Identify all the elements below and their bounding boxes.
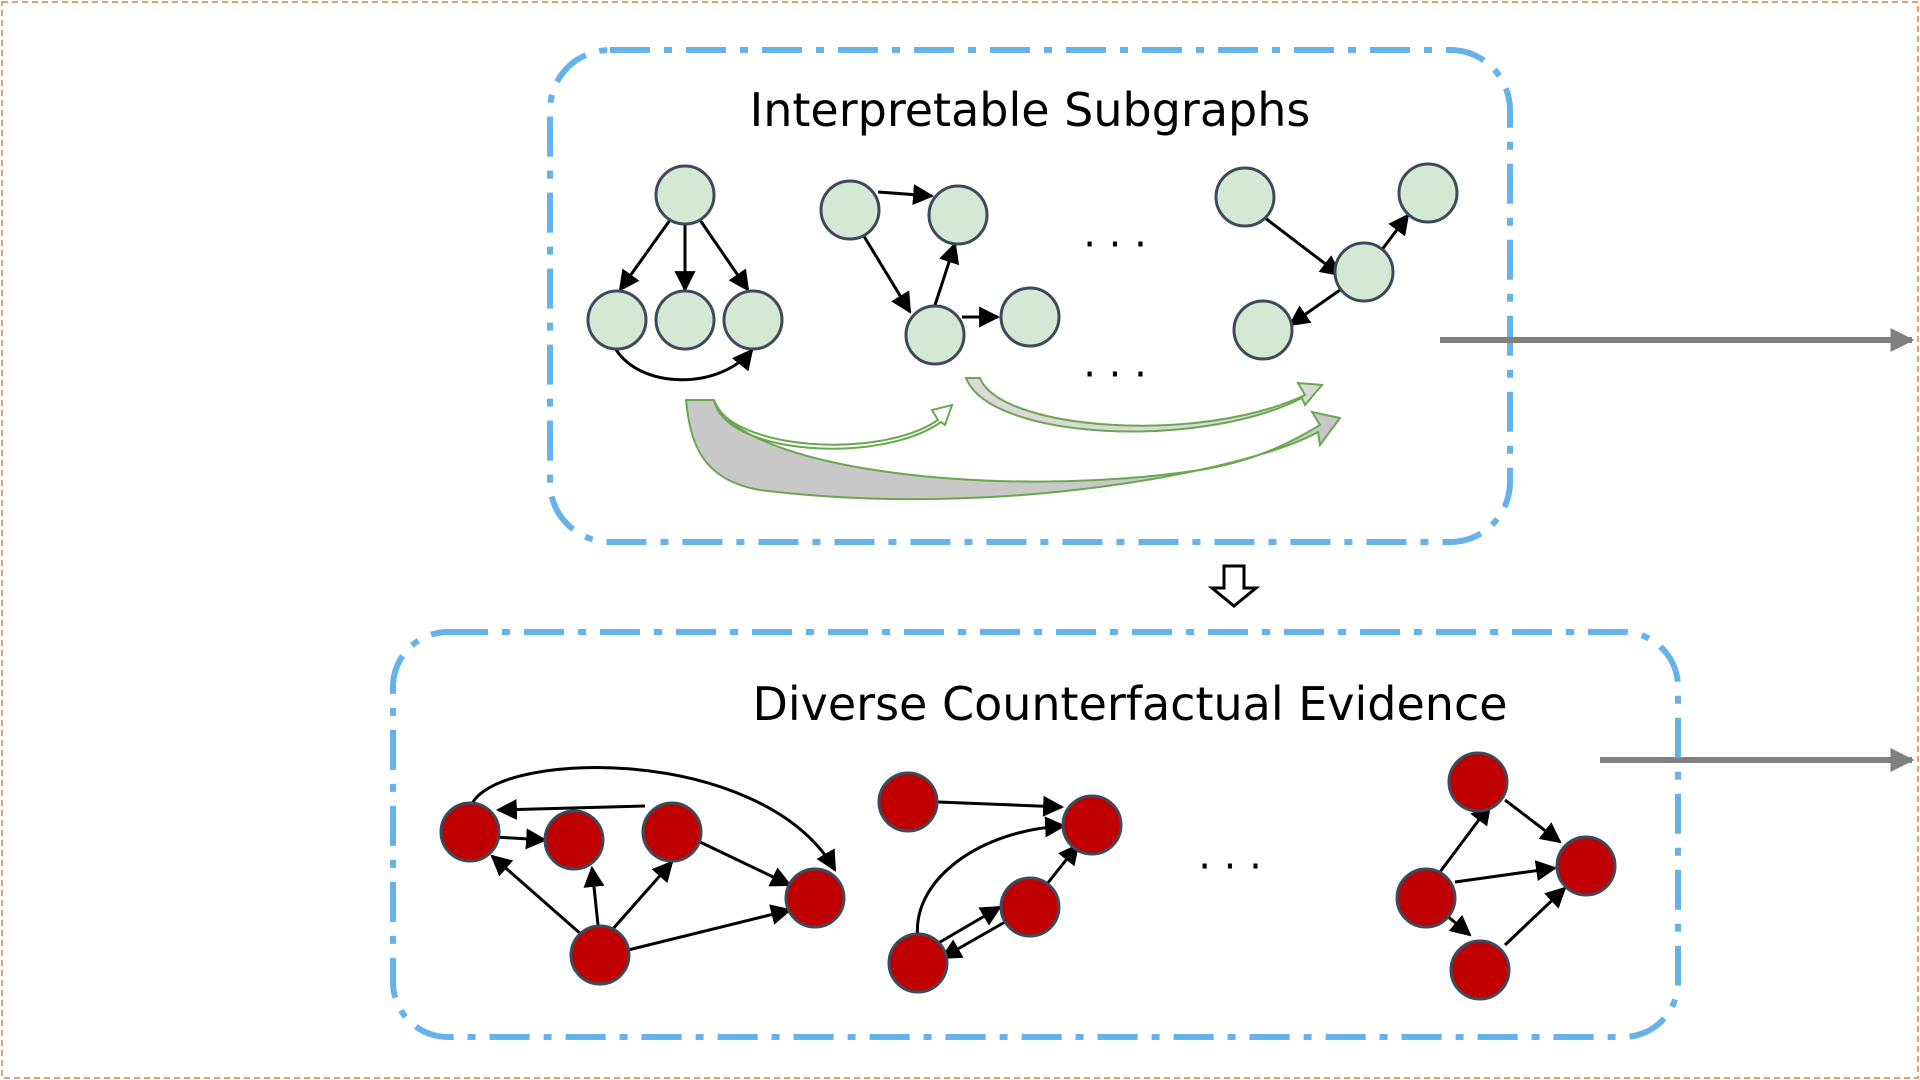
transfer-arrows <box>684 377 1342 501</box>
graph-node <box>1397 162 1459 224</box>
graph-node <box>654 164 716 226</box>
edge <box>699 840 792 887</box>
interpretable-subgraphs-panel: Interpretable Subgraphs · · · · · · <box>547 47 1513 545</box>
edge <box>1288 288 1341 327</box>
edge <box>940 920 1006 960</box>
edge <box>1504 798 1562 844</box>
graph-node <box>1061 794 1123 856</box>
edge <box>583 865 605 926</box>
ellipsis-bottom: · · · <box>1198 844 1262 890</box>
bottom-panel-border <box>390 629 1681 1040</box>
transfer-arrow-long <box>684 399 1342 501</box>
subgraph-star <box>1214 162 1459 361</box>
edge <box>937 795 1065 817</box>
counterfactual-graph-a <box>439 765 846 986</box>
counterfactual-evidence-panel: Diverse Counterfactual Evidence <box>390 629 1681 1040</box>
graph-node <box>1447 751 1509 813</box>
transfer-arrow-middle <box>964 377 1325 433</box>
edge <box>1503 886 1567 947</box>
edge <box>495 798 646 820</box>
graph-node <box>641 801 703 863</box>
edge <box>490 854 583 937</box>
edge <box>618 219 672 292</box>
ellipsis-lower: · · · <box>1083 352 1147 398</box>
top-panel-border <box>547 47 1513 545</box>
bottom-panel-title: Diverse Counterfactual Evidence <box>752 677 1507 731</box>
graph-node <box>1395 867 1457 929</box>
ellipsis-upper: · · · <box>1083 222 1147 268</box>
graph-node <box>1214 166 1276 228</box>
edge-curved <box>468 765 837 872</box>
edge <box>1438 803 1492 873</box>
edge-curved <box>613 347 754 382</box>
edge <box>934 905 1002 947</box>
edge <box>877 184 935 206</box>
hollow-down-arrow-icon <box>1207 564 1261 608</box>
subgraph-cycle <box>819 179 1061 366</box>
counterfactual-graph-b <box>877 771 1123 994</box>
graph-node <box>722 289 784 351</box>
edge <box>494 828 548 850</box>
transfer-arrow-short <box>713 399 954 450</box>
edge <box>860 232 912 314</box>
graph-node <box>439 801 501 863</box>
graph-node <box>569 924 631 986</box>
graph-node <box>877 771 939 833</box>
graph-node <box>784 867 846 929</box>
subgraph-tree <box>586 164 784 382</box>
graph-node <box>543 809 605 871</box>
graph-node <box>1555 835 1617 897</box>
counterfactual-graph-c <box>1395 751 1617 1001</box>
graph-node <box>1449 939 1511 1001</box>
graph-node <box>1333 241 1395 303</box>
graph-node <box>904 304 966 366</box>
graph-node <box>999 876 1061 938</box>
edge <box>1264 216 1342 277</box>
graph-node <box>1232 299 1294 361</box>
graph-node <box>999 286 1061 348</box>
graph-node <box>927 184 989 246</box>
graph-node <box>887 932 949 994</box>
edge-curved <box>915 816 1067 941</box>
edge <box>627 904 793 952</box>
edge <box>1454 860 1558 884</box>
top-panel-title: Interpretable Subgraphs <box>750 83 1311 137</box>
edge <box>698 219 750 292</box>
graph-node <box>819 179 881 241</box>
graph-node <box>654 289 716 351</box>
edge <box>1045 843 1080 885</box>
edge <box>610 860 674 931</box>
graph-node <box>586 289 648 351</box>
edge <box>933 242 960 306</box>
